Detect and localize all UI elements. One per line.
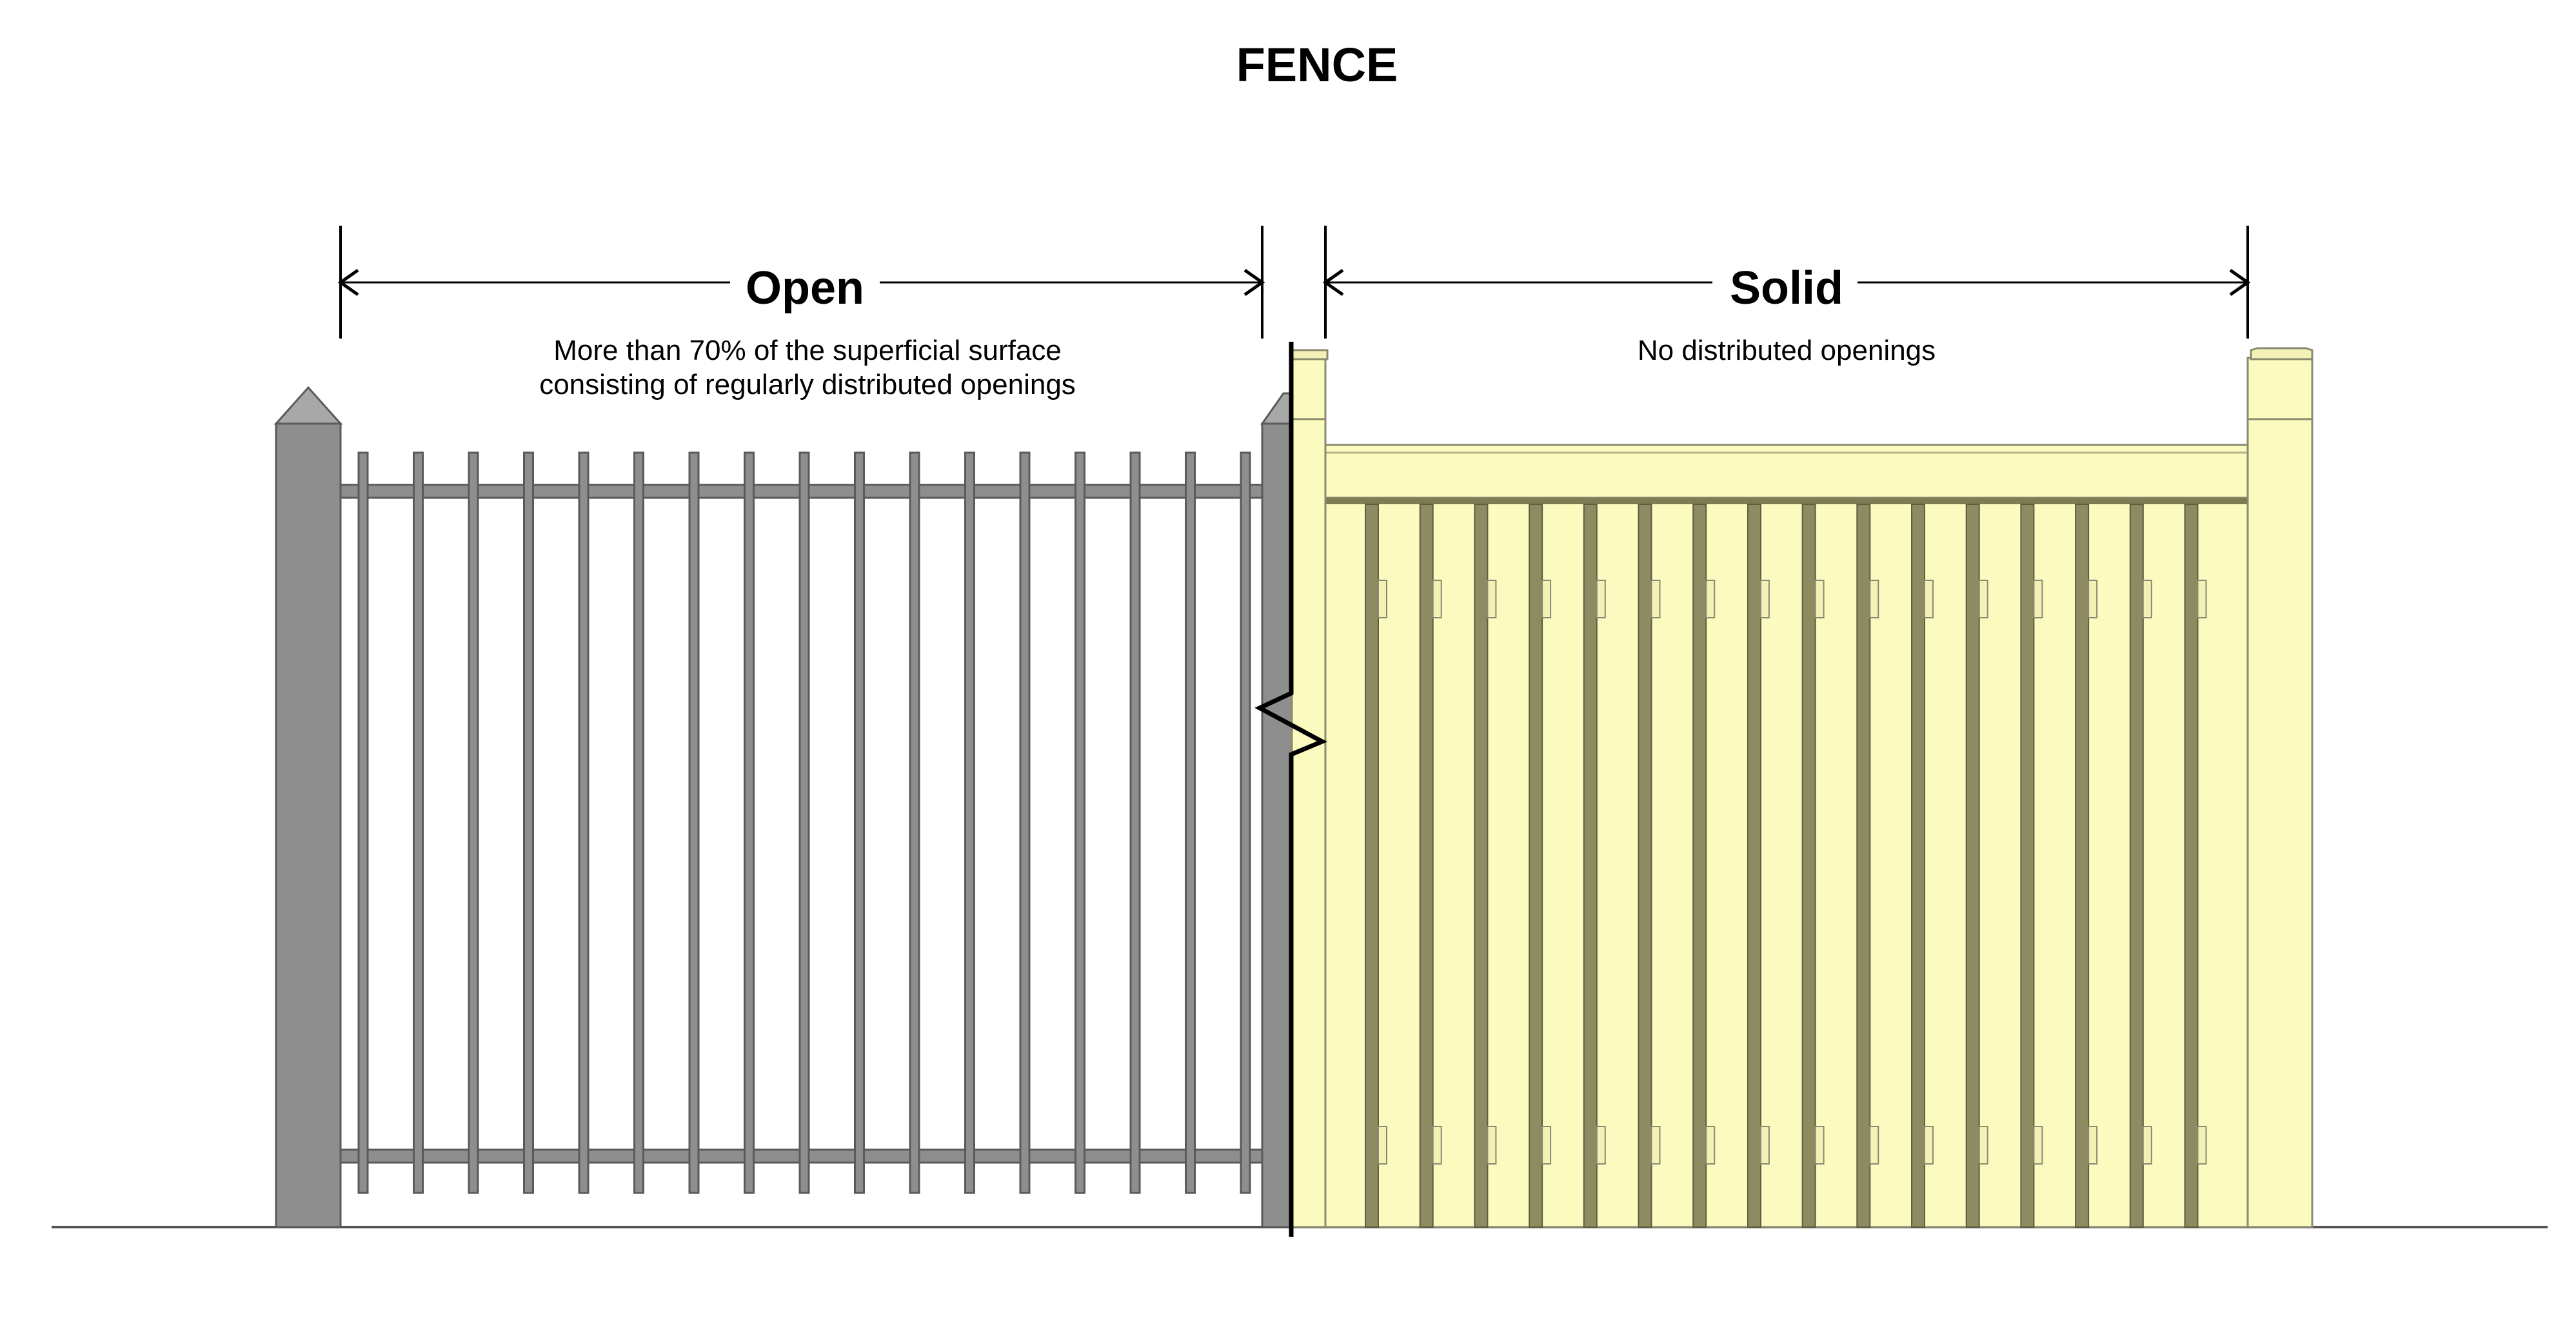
open-fence-picket — [1129, 451, 1141, 1194]
solid-description: No distributed openings — [1638, 335, 1936, 366]
solid-fence-nailer — [2142, 580, 2152, 618]
solid-fence-board — [1365, 504, 1379, 1228]
solid-fence-nailer — [1650, 1126, 1661, 1165]
open-label: Open — [746, 262, 864, 314]
solid-fence-nailer — [1487, 1126, 1497, 1165]
open-fence-left-post-cap — [273, 386, 343, 425]
solid-dimension-right-arrow — [2229, 268, 2251, 297]
solid-fence-board — [1583, 504, 1598, 1228]
solid-fence-nailer — [1541, 580, 1552, 618]
solid-fence-nailer — [1978, 1126, 1988, 1165]
open-fence-picket — [909, 451, 920, 1194]
solid-fence-nailer — [2197, 580, 2207, 618]
solid-fence-board — [1965, 504, 1980, 1228]
solid-fence-nailer — [2033, 580, 2043, 618]
open-fence-picket — [798, 451, 810, 1194]
solid-fence-nailer — [1705, 1126, 1716, 1165]
solid-fence-nailer — [1596, 580, 1606, 618]
solid-fence-nailer — [2088, 1126, 2098, 1165]
solid-fence-board — [2129, 504, 2144, 1228]
solid-fence-nailer — [1814, 1126, 1825, 1165]
open-fence-picket — [468, 451, 479, 1194]
solid-fence-nailer — [1487, 580, 1497, 618]
open-fence-picket — [1185, 451, 1196, 1194]
solid-fence-nailer — [1541, 1126, 1552, 1165]
open-fence-picket — [744, 451, 755, 1194]
solid-fence-nailer — [1650, 580, 1661, 618]
solid-fence-nailer — [1869, 580, 1879, 618]
solid-fence-nailer — [2033, 1126, 2043, 1165]
open-dimension: Open More than 70% of the superficial su… — [337, 226, 1265, 400]
solid-fence-nailer — [1432, 1126, 1442, 1165]
solid-fence-top-rail — [1324, 444, 2249, 499]
solid-fence-nailer — [1759, 580, 1770, 618]
open-description-line1: More than 70% of the superficial surface — [553, 335, 1062, 366]
open-dimension-right-arrow — [1243, 268, 1265, 297]
solid-fence-board — [1801, 504, 1816, 1228]
solid-fence-nailer — [1814, 580, 1825, 618]
solid-fence — [1289, 347, 2313, 1228]
break-line — [1254, 342, 1328, 1237]
solid-fence-nailer — [1378, 1126, 1387, 1165]
solid-fence-right-post — [2246, 357, 2313, 1228]
solid-fence-board — [1911, 504, 1925, 1228]
solid-fence-board — [2184, 504, 2199, 1228]
open-fence-picket — [578, 451, 590, 1194]
solid-fence-nailer — [1869, 1126, 1879, 1165]
open-fence-picket — [633, 451, 644, 1194]
solid-fence-nailer — [1924, 1126, 1934, 1165]
solid-fence-nailer — [2142, 1126, 2152, 1165]
solid-fence-board — [1638, 504, 1652, 1228]
solid-fence-nailer — [1978, 580, 1988, 618]
open-fence-picket — [1240, 451, 1251, 1194]
open-fence-pickets — [357, 451, 1251, 1194]
solid-fence-boards — [1365, 504, 2207, 1228]
solid-fence-right-post-cap — [2250, 347, 2313, 360]
solid-fence-board — [2075, 504, 2090, 1228]
solid-fence-nailer — [1378, 580, 1387, 618]
solid-label: Solid — [1730, 262, 1843, 314]
solid-fence-nailer — [2088, 580, 2098, 618]
open-description-line2: consisting of regularly distributed open… — [539, 369, 1076, 400]
open-fence-picket — [964, 451, 975, 1194]
open-dimension-left-arrow — [337, 268, 359, 297]
solid-dimension: Solid No distributed openings — [1322, 226, 2251, 366]
solid-fence-board — [1419, 504, 1434, 1228]
open-fence-right-post-cap — [1260, 392, 1293, 425]
solid-dimension-left-arrow — [1322, 268, 1344, 297]
solid-fence-nailer — [1705, 580, 1716, 618]
open-fence-picket — [854, 451, 865, 1194]
open-fence-picket — [688, 451, 700, 1194]
open-fence-picket — [357, 451, 369, 1194]
solid-fence-nailer — [1924, 580, 1934, 618]
solid-fence-board — [1692, 504, 1707, 1228]
solid-fence-board — [2020, 504, 2035, 1228]
solid-fence-board — [1474, 504, 1489, 1228]
solid-fence-nailer — [1759, 1126, 1770, 1165]
open-fence-left-post — [275, 422, 342, 1228]
open-fence-picket — [413, 451, 424, 1194]
open-fence-picket — [1075, 451, 1085, 1194]
open-fence-picket — [1019, 451, 1031, 1194]
solid-fence-board — [1747, 504, 1761, 1228]
solid-fence-left-post — [1291, 357, 1327, 1228]
solid-fence-board — [1529, 504, 1543, 1228]
solid-fence-nailer — [1432, 580, 1442, 618]
open-fence-right-post — [1261, 422, 1293, 1228]
open-fence-picket — [523, 451, 534, 1194]
solid-fence-nailer — [1596, 1126, 1606, 1165]
diagram-title: FENCE — [1236, 38, 1398, 92]
solid-fence-board — [1856, 504, 1871, 1228]
solid-fence-nailer — [2197, 1126, 2207, 1165]
open-fence — [273, 386, 1293, 1228]
